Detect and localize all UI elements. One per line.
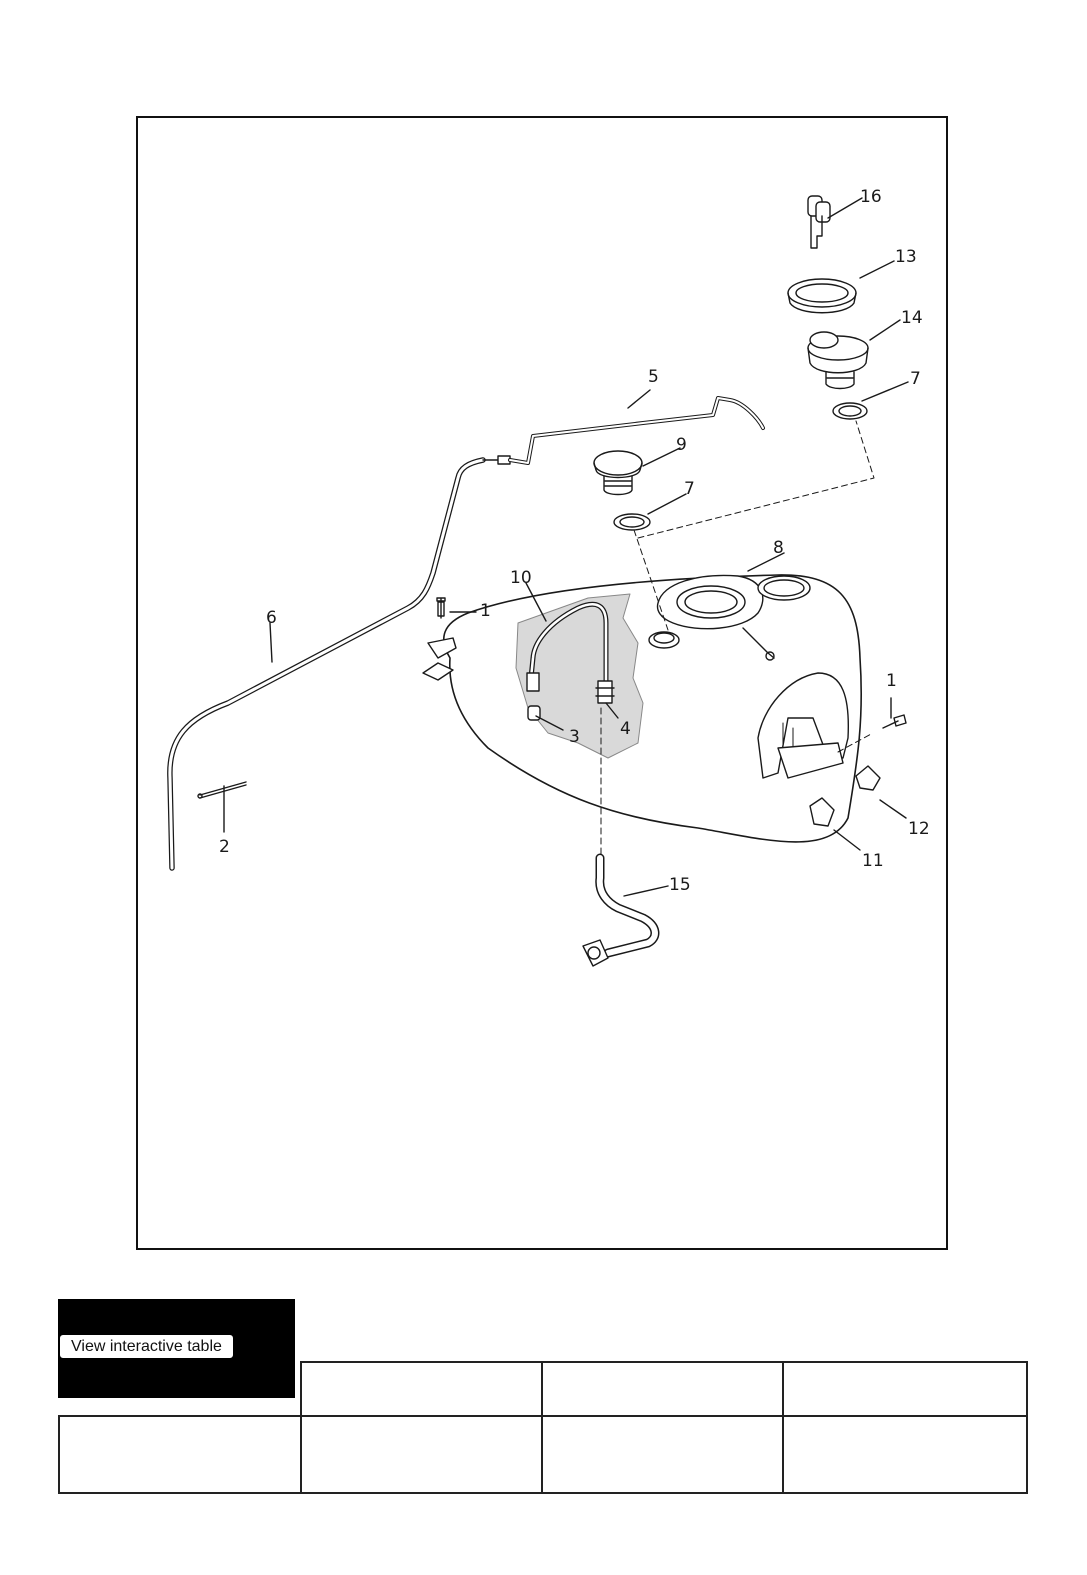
callout-4: 4 (620, 719, 631, 739)
callout-7-rear: 7 (910, 369, 921, 389)
tank-bracket (777, 742, 844, 779)
vent-hose-inner (168, 458, 485, 870)
grommet-11 (809, 797, 835, 827)
callout-14: 14 (901, 308, 923, 328)
fuel-cap-front (593, 450, 643, 496)
callout-12: 12 (908, 819, 930, 839)
vent-tube (508, 396, 765, 465)
trim-ring (787, 278, 857, 308)
callout-8: 8 (773, 538, 784, 558)
callout-1-front: 1 (480, 601, 491, 621)
callout-6: 6 (266, 608, 277, 628)
table-rule (58, 1415, 60, 1494)
fuel-tank (442, 574, 863, 843)
callout-13: 13 (895, 247, 917, 267)
table-rule (1026, 1361, 1028, 1494)
retainer-pin (199, 781, 247, 799)
fuel-fitting (597, 680, 613, 704)
table-rule (58, 1492, 1028, 1494)
callout-3: 3 (569, 727, 580, 747)
fuel-tank-exploded-view: 16 13 14 7 5 9 7 8 10 1 6 1 3 4 12 2 11 … (167, 187, 930, 967)
callout-16: 16 (860, 187, 882, 207)
front-bracket (427, 637, 457, 659)
parts-diagram: 16 13 14 7 5 9 7 8 10 1 6 1 3 4 12 2 11 … (136, 116, 948, 1250)
callout-2: 2 (219, 837, 230, 857)
callout-15: 15 (669, 875, 691, 895)
callout-10: 10 (510, 568, 532, 588)
table-rule (782, 1361, 784, 1494)
callout-7-front: 7 (684, 479, 695, 499)
table-rule (300, 1361, 1028, 1363)
view-interactive-table-button[interactable]: View interactive table (60, 1335, 233, 1358)
callout-11: 11 (862, 851, 884, 871)
table-rule (300, 1361, 302, 1494)
locking-cap (807, 331, 869, 390)
callout-1-rear: 1 (886, 671, 897, 691)
fuel-line (582, 853, 660, 967)
table-rule (58, 1415, 1028, 1417)
grommet-12 (855, 765, 881, 791)
gasket-rear (832, 402, 868, 420)
callout-9: 9 (676, 435, 687, 455)
rear-bolt (882, 714, 907, 729)
table-rule (541, 1361, 543, 1494)
pump-flange (656, 574, 764, 630)
ignition-key (807, 195, 831, 249)
parts-table (58, 1361, 1028, 1495)
callout-5: 5 (648, 367, 659, 387)
